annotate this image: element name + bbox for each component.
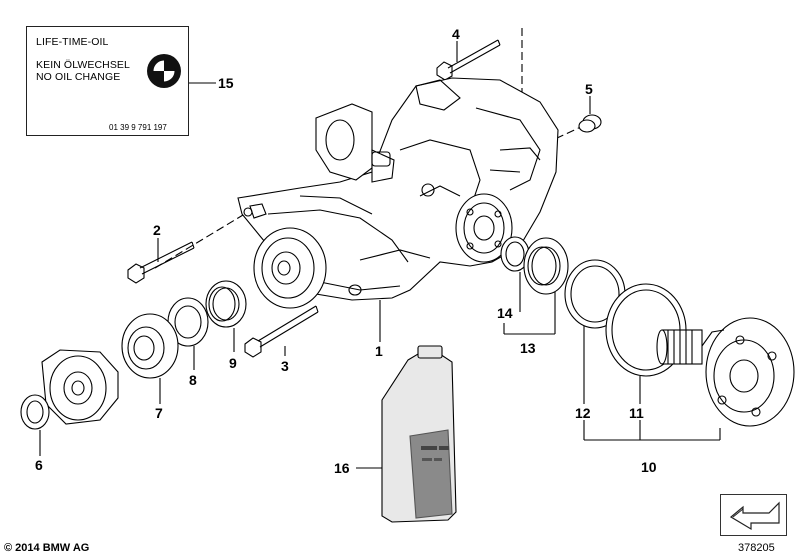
- callout-15: 15: [218, 75, 234, 91]
- callout-12: 12: [575, 405, 591, 421]
- housing-output-flange: [455, 193, 513, 263]
- housing-input-flange: [253, 227, 327, 309]
- oil-label-title: LIFE-TIME-OIL: [36, 36, 109, 48]
- oil-label-line1: KEIN ÖLWECHSEL: [36, 59, 130, 71]
- callout-5: 5: [585, 81, 593, 97]
- bolt-2: [127, 241, 195, 284]
- callout-9: 9: [229, 355, 237, 371]
- seal-13: [523, 237, 569, 295]
- seal-6: [20, 394, 50, 430]
- callout-13: 13: [520, 340, 536, 356]
- callout-4: 4: [452, 26, 460, 42]
- axis-line-2: [154, 214, 244, 269]
- diagram-id: 378205: [738, 542, 775, 554]
- callout-3: 3: [281, 358, 289, 374]
- seal-9: [205, 280, 247, 328]
- shield-7: [121, 313, 179, 379]
- drive-flange: [41, 349, 119, 425]
- callout-14: 14: [497, 305, 513, 321]
- bmw-roundel-icon: [147, 54, 181, 88]
- callout-11: 11: [629, 405, 644, 421]
- copyright-text: © 2014 BMW AG: [4, 542, 90, 554]
- bolt-4: [436, 39, 501, 81]
- output-flange-10: [656, 317, 795, 427]
- ring-8: [167, 297, 209, 347]
- callout-2: 2: [153, 222, 161, 238]
- arrow-down-left-icon: [729, 501, 780, 531]
- bolt-3: [244, 305, 319, 358]
- oil-label-line2: NO OIL CHANGE: [36, 71, 121, 83]
- callout-7: 7: [155, 405, 163, 421]
- oil-bottle: [381, 345, 457, 523]
- navigation-button[interactable]: [720, 494, 787, 536]
- life-time-oil-label: LIFE-TIME-OIL KEIN ÖLWECHSEL NO OIL CHAN…: [26, 26, 189, 136]
- callout-1: 1: [375, 343, 383, 359]
- oil-label-part-number: 01 39 9 791 197: [109, 123, 167, 132]
- callout-16: 16: [334, 460, 350, 476]
- callout-8: 8: [189, 372, 197, 388]
- callout-10: 10: [641, 459, 657, 475]
- plug-5: [578, 114, 602, 133]
- callout-6: 6: [35, 457, 43, 473]
